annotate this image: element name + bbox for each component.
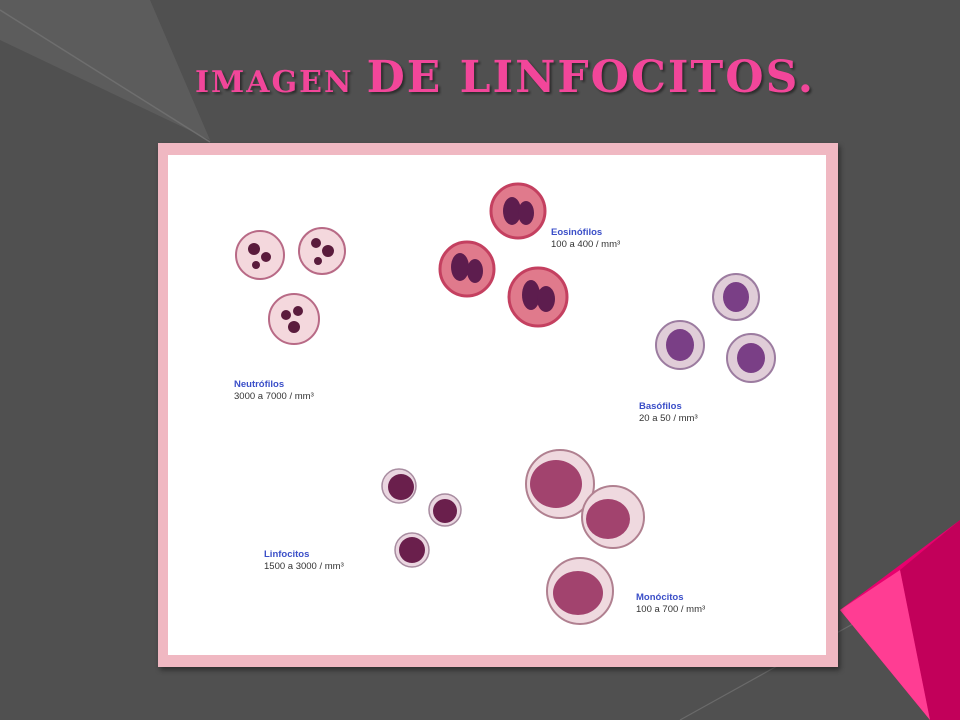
lymphocyte-label: Linfocitos 1500 a 3000 / mm³: [264, 549, 344, 573]
basophil-cells: [655, 273, 776, 383]
background-bevel-left: [0, 0, 210, 140]
lymphocyte-name: Linfocitos: [264, 549, 310, 560]
eosinophil-cells: [438, 182, 569, 328]
slide-title-part1: Imagen: [195, 65, 354, 100]
blood-cells-illustration: [235, 182, 776, 625]
background-diagonal-line: [0, 9, 211, 143]
basophil-count: 20 a 50 / mm³: [639, 413, 698, 424]
pink-accent-shade: [900, 520, 960, 720]
blood-cells-image: Neutrófilos 3000 a 7000 / mm³ Eosinófilo…: [158, 143, 838, 667]
neutrophil-cells: [235, 227, 346, 345]
lymphocyte-count: 1500 a 3000 / mm³: [264, 561, 344, 572]
neutrophil-count: 3000 a 7000 / mm³: [234, 391, 314, 402]
neutrophil-label: Neutrófilos 3000 a 7000 / mm³: [234, 379, 314, 403]
pink-accent-highlight: [840, 570, 930, 720]
monocyte-count: 100 a 700 / mm³: [636, 604, 706, 615]
slide-title: Imagen de linfocitos.: [195, 52, 815, 103]
neutrophil-name: Neutrófilos: [234, 379, 285, 390]
eosinophil-count: 100 a 400 / mm³: [551, 239, 621, 250]
lymphocyte-cells: [381, 468, 462, 568]
monocyte-label: Monócitos 100 a 700 / mm³: [636, 592, 705, 616]
monocyte-cells: [525, 449, 645, 625]
eosinophil-label: Eosinófilos 100 a 400 / mm³: [551, 227, 620, 251]
blood-cells-figure: Neutrófilos 3000 a 7000 / mm³ Eosinófilo…: [168, 155, 826, 655]
basophil-label: Basófilos 20 a 50 / mm³: [639, 401, 698, 425]
eosinophil-name: Eosinófilos: [551, 227, 603, 238]
monocyte-name: Monócitos: [636, 592, 684, 603]
basophil-name: Basófilos: [639, 401, 682, 412]
slide-title-part2: de linfocitos.: [366, 52, 816, 103]
